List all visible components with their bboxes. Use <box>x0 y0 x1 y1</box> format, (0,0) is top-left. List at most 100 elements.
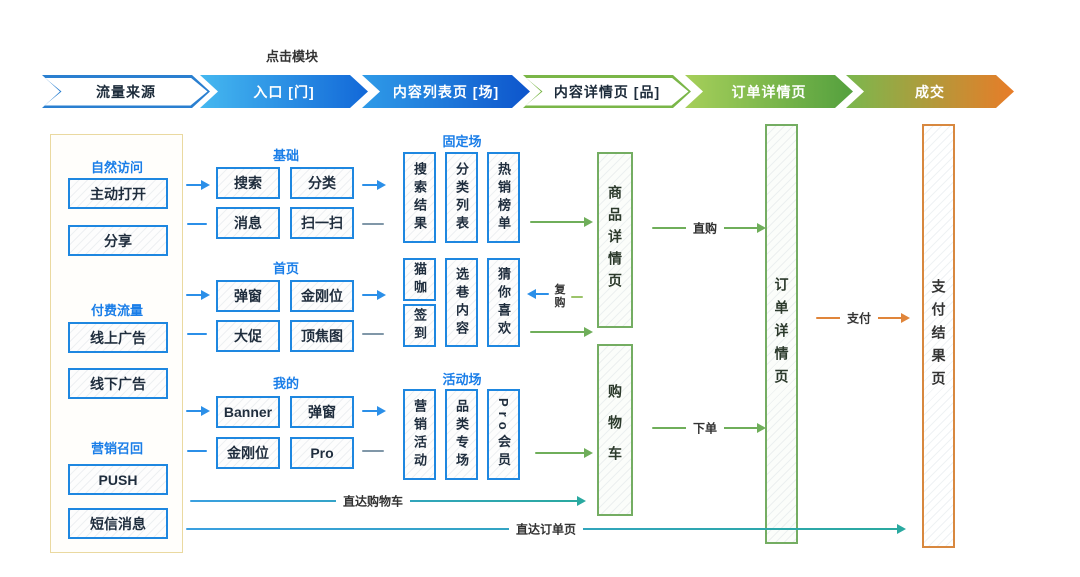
arrow-right-icon <box>186 184 202 186</box>
arrow-right-icon <box>530 221 585 223</box>
scene-item-label: 选巷内容 <box>454 266 469 339</box>
entry-item-popup-mine: 弹窗 <box>290 396 354 428</box>
arrow-right-icon <box>362 294 378 296</box>
banner-step-order-page: 订单详情页 <box>685 75 853 108</box>
entry-item-scan: 扫一扫 <box>290 207 354 239</box>
page-payment-result: 支付结果页 <box>922 124 955 548</box>
scene-item-pro-member: Pro会员 <box>487 389 520 480</box>
entry-item-label: 消息 <box>234 215 262 231</box>
banner-step-label: 流量来源 <box>96 83 156 100</box>
entry-group-basic-label: 基础 <box>272 148 299 163</box>
page-label: 订单详情页 <box>773 276 790 392</box>
connector-dash <box>362 333 384 335</box>
page-product-detail: 商品详情页 <box>597 152 633 328</box>
entry-item-topbanner: 顶焦图 <box>290 320 354 352</box>
banner-step-label: 订单详情页 <box>731 83 807 100</box>
page-cart: 购物车 <box>597 344 633 516</box>
banner-step-traffic-source: 流量来源 <box>42 75 210 108</box>
traffic-group-recall-label: 营销召回 <box>90 441 143 456</box>
scene-item-label: Pro会员 <box>496 398 511 471</box>
entry-item-message: 消息 <box>216 207 280 239</box>
scene-item-label: 营销活动 <box>412 398 427 471</box>
scene-group-fixed-label: 固定场 <box>442 134 482 149</box>
banner-step-fill <box>45 78 208 106</box>
banner-step-entry: 入口 [门] <box>200 75 368 108</box>
entry-item-label: 金刚位 <box>301 288 343 304</box>
entry-item-label: 金刚位 <box>227 445 269 461</box>
scene-item-label: 猫咖 <box>412 261 427 298</box>
traffic-item-online-ads: 线上广告 <box>68 322 168 353</box>
connector-dash <box>187 450 207 452</box>
traffic-group-paid-label: 付费流量 <box>90 303 143 318</box>
place-order-label: 下单 <box>685 419 725 437</box>
banner-step-list-page: 内容列表页 [场] <box>362 75 530 108</box>
traffic-item-label: 短信消息 <box>90 515 146 532</box>
entry-item-category: 分类 <box>290 167 354 199</box>
scene-item-hot-rank: 热销榜单 <box>487 152 520 243</box>
scene-item-label: 分类列表 <box>454 161 469 234</box>
arrow-left-repurchase-icon <box>535 293 549 295</box>
scene-item-label: 搜索结果 <box>412 161 427 234</box>
scene-item-search-results: 搜索结果 <box>403 152 436 243</box>
scene-item-label: 热销榜单 <box>496 161 511 234</box>
banner-step-label: 内容列表页 [场] <box>392 83 500 100</box>
arrow-right-icon <box>530 331 585 333</box>
traffic-item-label: 线下广告 <box>90 375 146 392</box>
entry-item-popup-home: 弹窗 <box>216 280 280 312</box>
entry-item-label: Pro <box>310 445 334 461</box>
direct-to-order-label: 直达订单页 <box>508 520 584 538</box>
entry-item-label: 搜索 <box>234 175 262 191</box>
scene-item-category-list: 分类列表 <box>445 152 478 243</box>
direct-buy-label: 直购 <box>685 219 725 237</box>
scene-group-activity-label: 活动场 <box>442 372 482 387</box>
entry-group-mine-label: 我的 <box>272 376 299 391</box>
pay-label: 支付 <box>839 309 879 327</box>
banner-step-label: 内容详情页 [品] <box>553 83 661 100</box>
arrow-right-icon <box>362 410 378 412</box>
entry-item-banner: Banner <box>216 396 280 428</box>
traffic-item-share: 分享 <box>68 225 168 256</box>
connector-dash <box>187 223 207 225</box>
traffic-item-open: 主动打开 <box>68 178 168 209</box>
connector-dash <box>571 296 583 298</box>
entry-item-pro: Pro <box>290 437 354 469</box>
entry-item-kingkong-home: 金刚位 <box>290 280 354 312</box>
entry-item-label: 顶焦图 <box>301 328 343 344</box>
connector-dash <box>362 450 384 452</box>
scene-item-marketing-activity: 营销活动 <box>403 389 436 480</box>
traffic-item-label: 主动打开 <box>90 185 146 202</box>
traffic-item-offline-ads: 线下广告 <box>68 368 168 399</box>
traffic-item-label: 线上广告 <box>90 329 146 346</box>
traffic-item-label: 分享 <box>104 232 132 249</box>
arrow-right-icon <box>186 294 202 296</box>
entry-item-label: Banner <box>223 404 273 420</box>
page-label: 商品详情页 <box>607 185 623 295</box>
entry-item-label: 扫一扫 <box>301 215 343 231</box>
scene-item-label: 品类专场 <box>454 398 469 471</box>
banner-step-label: 入口 [门] <box>253 83 315 100</box>
entry-item-label: 弹窗 <box>234 288 262 304</box>
banner-step-deal: 成交 <box>846 75 1014 108</box>
scene-item-label: 猜你喜欢 <box>496 266 511 339</box>
scene-item-guess-you-like: 猜你喜欢 <box>487 258 520 347</box>
arrow-right-icon <box>362 184 378 186</box>
entry-group-home-label: 首页 <box>272 261 299 276</box>
banner-step-fill <box>526 78 689 106</box>
traffic-item-push: PUSH <box>68 464 168 495</box>
scene-item-label: 签到 <box>412 307 427 344</box>
page-label: 购物车 <box>607 383 623 477</box>
banner-step-detail-page: 内容详情页 [品] <box>523 75 691 108</box>
entry-item-kingkong-mine: 金刚位 <box>216 437 280 469</box>
connector-dash <box>187 333 207 335</box>
traffic-item-label: PUSH <box>98 471 138 488</box>
arrow-right-icon <box>535 452 585 454</box>
scene-item-maoka: 猫咖 <box>403 258 436 301</box>
entry-item-label: 分类 <box>308 175 336 191</box>
entry-item-label: 大促 <box>234 328 262 344</box>
scene-item-checkin: 签到 <box>403 304 436 347</box>
direct-to-cart-label: 直达购物车 <box>335 492 411 510</box>
entry-item-search: 搜索 <box>216 167 280 199</box>
traffic-item-sms: 短信消息 <box>68 508 168 539</box>
entry-item-bigpromo: 大促 <box>216 320 280 352</box>
